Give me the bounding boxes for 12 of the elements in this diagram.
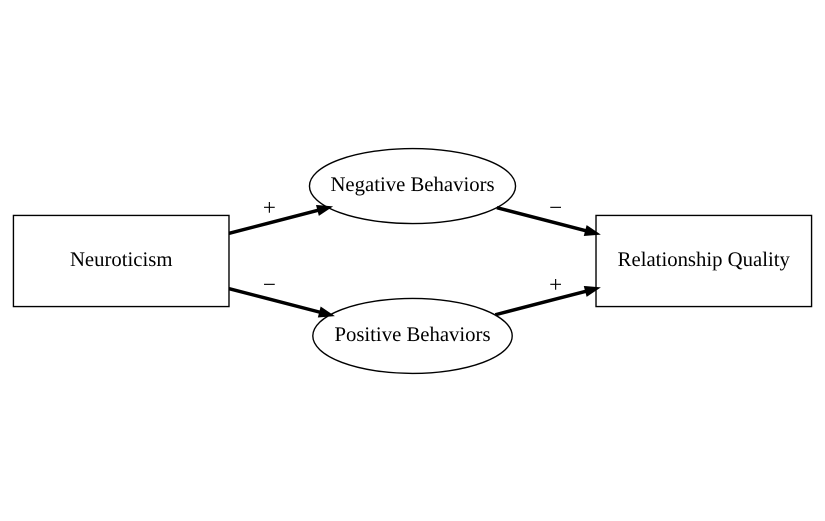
arrow — [228, 204, 334, 234]
node-box: Relationship Quality — [595, 214, 812, 307]
node-box: Neuroticism — [12, 214, 230, 307]
arrow — [228, 286, 335, 318]
edge-label: + — [549, 270, 562, 297]
edge-label: − — [262, 270, 276, 297]
edge-label: − — [549, 193, 562, 220]
edge-label: + — [262, 193, 276, 220]
arrow — [494, 285, 601, 316]
node-ellipse: Positive Behaviors — [312, 297, 513, 374]
arrow — [496, 205, 601, 236]
node-ellipse: Negative Behaviors — [308, 147, 516, 224]
